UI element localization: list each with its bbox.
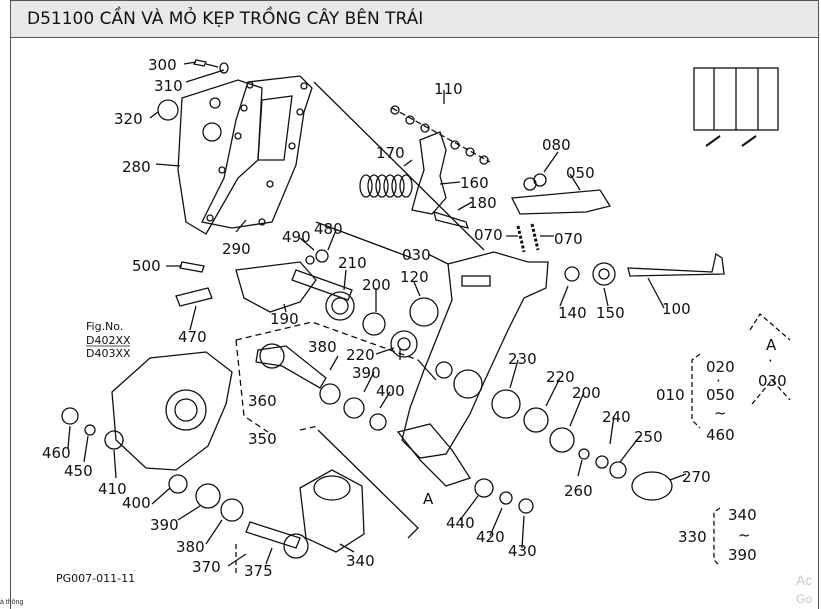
label-070b: 070 [554, 230, 583, 248]
label-230: 230 [508, 350, 537, 368]
label-180: 180 [468, 194, 497, 212]
label-310: 310 [154, 77, 183, 95]
label-380a: 380 [308, 338, 337, 356]
label-400b: 400 [122, 494, 151, 512]
part-220-bearing [390, 330, 418, 358]
group-010-item-1: 020 [706, 358, 735, 376]
part-340-sleeve [299, 469, 365, 553]
label-360: 360 [248, 392, 277, 410]
label-250: 250 [634, 428, 663, 446]
label-ref-A: A [423, 490, 434, 508]
part-230-collar [491, 389, 521, 419]
part-labels: 300 310 320 280 290 110 170 160 180 080 … [42, 56, 787, 585]
part-375-bolt [245, 521, 301, 549]
label-470: 470 [178, 328, 207, 346]
label-350: 350 [248, 430, 277, 448]
label-340: 340 [346, 552, 375, 570]
label-500: 500 [132, 257, 161, 275]
part-120-boss [409, 297, 439, 327]
label-100: 100 [662, 300, 691, 318]
part-170-spring [359, 174, 413, 198]
part-160-arm [411, 131, 447, 215]
figure-code: PG007-011-11 [56, 572, 135, 585]
group-010-item-5: 460 [706, 426, 735, 444]
fig-no-label: Fig.No. [86, 320, 123, 333]
part-410-housing [111, 351, 233, 471]
label-210: 210 [338, 254, 367, 272]
orientation-icon [693, 67, 779, 147]
part-290-gasket [201, 75, 313, 229]
part-050-bracket [510, 189, 612, 215]
label-280: 280 [122, 158, 151, 176]
label-400a: 400 [376, 382, 405, 400]
group-a030-item-2: · [768, 352, 773, 370]
label-390b: 390 [150, 516, 179, 534]
label-220b: 220 [546, 368, 575, 386]
title-bar: D51100 CẦN VÀ MỎ KẸP TRỒNG CÂY BÊN TRÁI [10, 0, 819, 38]
label-380b: 380 [176, 538, 205, 556]
label-140: 140 [558, 304, 587, 322]
watermark-line-1: Ac [796, 572, 813, 588]
label-430: 430 [508, 542, 537, 560]
label-420: 420 [476, 528, 505, 546]
label-440: 440 [446, 514, 475, 532]
label-050: 050 [566, 164, 595, 182]
group-010-item-4: ~ [714, 404, 727, 422]
part-210-bearing [325, 291, 355, 321]
part-270-cap [631, 471, 673, 501]
group-330-label: 330 [678, 528, 707, 546]
watermark-line-2: Go [796, 592, 813, 606]
part-280-cover [177, 79, 263, 235]
label-370: 370 [192, 558, 221, 576]
fig-no-line-2: D403XX [86, 347, 131, 360]
label-030: 030 [402, 246, 431, 264]
label-300: 300 [148, 56, 177, 74]
label-260: 260 [564, 482, 593, 500]
diagram-frame [10, 0, 819, 609]
group-a030-item-1: A [766, 336, 777, 354]
group-010-item-3: 050 [706, 386, 735, 404]
label-290: 290 [222, 240, 251, 258]
part-360-shaft [255, 345, 327, 389]
label-375: 375 [244, 562, 273, 580]
group-330-item-3: 390 [728, 546, 757, 564]
label-080: 080 [542, 136, 571, 154]
part-030-frame [401, 251, 549, 459]
label-450: 450 [64, 462, 93, 480]
label-190: 190 [270, 310, 299, 328]
part-190-lever [235, 261, 317, 313]
label-200b: 200 [572, 384, 601, 402]
label-240: 240 [602, 408, 631, 426]
group-330-item-1: 340 [728, 506, 757, 524]
label-460: 460 [42, 444, 71, 462]
group-010-label: 010 [656, 386, 685, 404]
footer-note: à thông [0, 599, 24, 606]
label-220a: 220 [346, 346, 375, 364]
label-410: 410 [98, 480, 127, 498]
label-490: 490 [282, 228, 311, 246]
page-title: D51100 CẦN VÀ MỎ KẸP TRỒNG CÂY BÊN TRÁI [27, 9, 424, 29]
part-100-rod [627, 252, 725, 277]
group-010-item-2: · [716, 372, 721, 390]
label-200a: 200 [362, 276, 391, 294]
part-320-cap [157, 99, 179, 121]
label-120: 120 [400, 268, 429, 286]
label-480: 480 [314, 220, 343, 238]
label-150: 150 [596, 304, 625, 322]
label-160: 160 [460, 174, 489, 192]
part-200-circlip [362, 312, 386, 336]
group-330-item-2: ~ [738, 526, 751, 544]
label-170: 170 [376, 144, 405, 162]
fig-no-line-1: D402XX [86, 334, 131, 347]
part-500-key [179, 261, 205, 273]
group-a030-item-3: 030 [758, 372, 787, 390]
label-390a: 390 [352, 364, 381, 382]
label-110: 110 [434, 80, 463, 98]
label-320: 320 [114, 110, 143, 128]
label-070a: 070 [474, 226, 503, 244]
part-470-pin [175, 287, 213, 307]
label-270: 270 [682, 468, 711, 486]
